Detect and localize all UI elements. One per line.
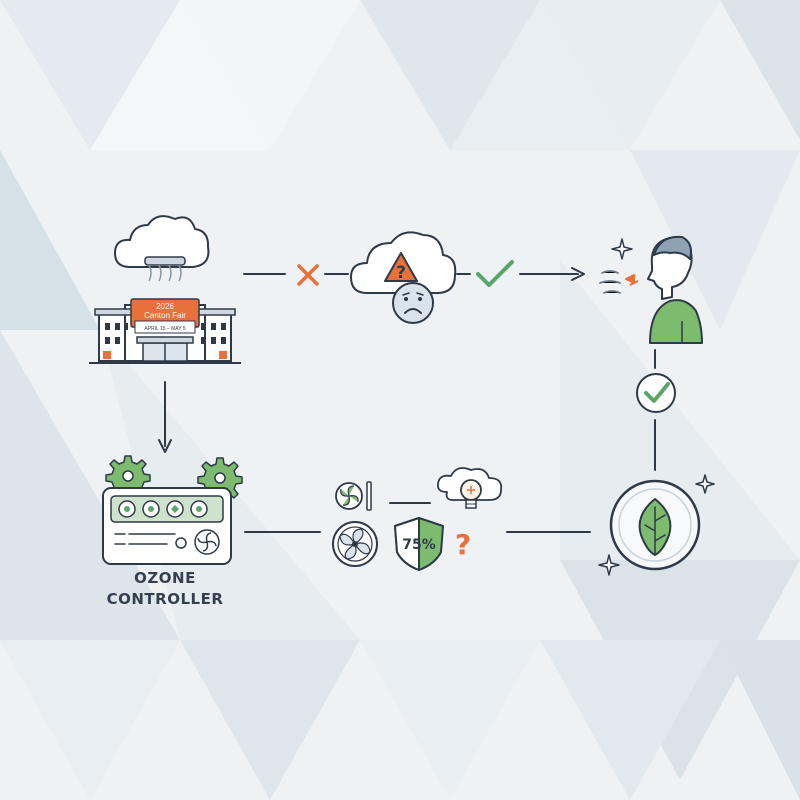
sparkle-icon <box>611 238 633 260</box>
check-circle-icon <box>636 373 676 413</box>
sad-face-icon <box>392 282 434 324</box>
check-icon <box>476 260 514 287</box>
ozone-label-line1: OZONE <box>134 569 196 587</box>
breath-puff-icon <box>625 274 639 286</box>
breath-lines-icon <box>599 270 621 294</box>
arrowhead-down <box>158 439 172 453</box>
bulb-idea-icon <box>437 467 503 509</box>
svg-text:?: ? <box>396 263 406 283</box>
smoke-cloud-icon <box>114 215 210 282</box>
polluted-air-node: ? <box>350 231 457 324</box>
ozone-label-line2: CONTROLLER <box>106 590 224 608</box>
ozone-controller-label: OZONE CONTROLLER <box>100 568 230 610</box>
person-icon <box>647 235 703 344</box>
venue-node: 2026 Canton Fair APRIL 15 – MAY 5 <box>89 215 241 364</box>
shield-percent: 75% <box>402 537 436 553</box>
ozone-controller-device <box>102 455 243 565</box>
ventilation-node: 75% ? <box>332 467 503 571</box>
sign-dates: APRIL 15 – MAY 5 <box>144 326 186 332</box>
warning-icon: ? <box>384 252 418 283</box>
arrowhead-right <box>571 267 585 281</box>
question-mark: ? <box>455 528 471 561</box>
small-fan-icon <box>335 481 372 511</box>
sign-name: Canton Fair <box>144 311 186 320</box>
sparkle-icon <box>598 474 715 576</box>
leaf-icon <box>638 498 672 556</box>
person-breathing-node <box>599 235 703 344</box>
sign-year: 2026 <box>156 302 174 311</box>
exhibition-building-icon <box>89 298 241 364</box>
shield-icon <box>394 517 444 571</box>
fan-icon <box>332 521 378 567</box>
cross-icon <box>297 264 319 286</box>
leaf-node <box>598 474 715 576</box>
